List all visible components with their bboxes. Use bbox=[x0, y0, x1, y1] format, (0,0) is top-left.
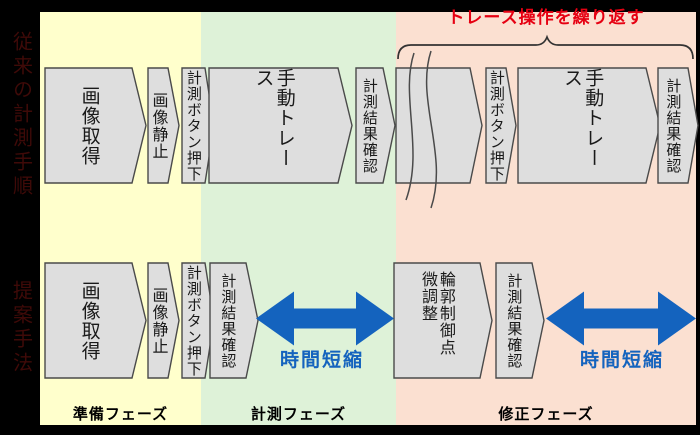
step-box bbox=[181, 262, 215, 379]
time-saving-label: 時間短縮 bbox=[579, 349, 664, 371]
step-box bbox=[209, 262, 259, 379]
step-box bbox=[517, 67, 661, 184]
phase-label-preparation: 準備フェーズ bbox=[72, 405, 169, 423]
step-box bbox=[355, 67, 396, 184]
step-box bbox=[393, 262, 493, 379]
step-box bbox=[44, 67, 147, 184]
break-wave-icon bbox=[405, 52, 415, 201]
time-saving-label: 時間短縮 bbox=[279, 349, 364, 371]
break-wave-icon bbox=[425, 50, 438, 209]
step-box bbox=[657, 67, 699, 184]
phase-label-measurement: 計測フェーズ bbox=[250, 405, 347, 423]
side-label-conventional: 従来の計測手順 bbox=[9, 30, 34, 199]
step-box bbox=[495, 262, 545, 379]
step-box bbox=[147, 262, 180, 379]
step-box bbox=[208, 67, 353, 184]
step-box bbox=[44, 262, 147, 379]
time-saving-arrow bbox=[256, 291, 394, 346]
step-box bbox=[485, 67, 517, 184]
step-box-break bbox=[395, 67, 483, 184]
repeat-brace bbox=[397, 34, 694, 60]
time-saving-arrow bbox=[546, 291, 696, 346]
phase-label-correction: 修正フェーズ bbox=[498, 405, 594, 423]
step-box bbox=[147, 67, 180, 184]
repeat-annotation: トレース操作を繰り返す bbox=[447, 8, 645, 28]
side-label-proposed: 提案手法 bbox=[9, 280, 34, 376]
